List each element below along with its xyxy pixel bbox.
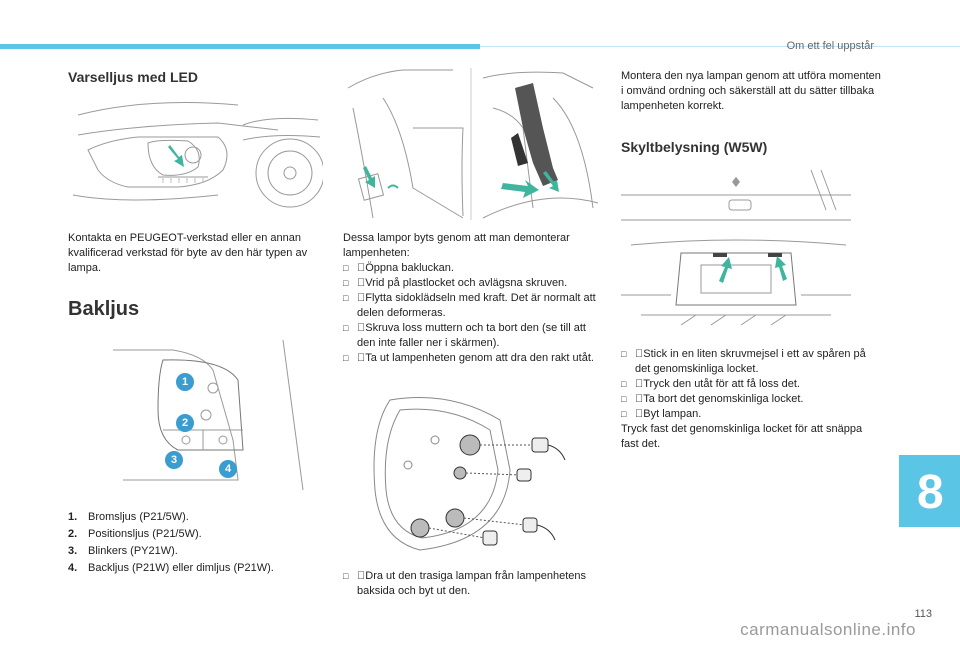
list-item: □Stick in en liten skruvmejsel i ett av … <box>621 348 866 375</box>
refit-text: Montera den nya lampan genom att utföra … <box>621 70 881 112</box>
callout-4: 4 <box>219 460 237 478</box>
list-item: □Tryck den utåt för att få loss det. <box>621 378 800 390</box>
rear-light-illustration <box>113 339 304 491</box>
closing-text: Tryck fast det genomskinliga locket för … <box>621 423 863 450</box>
callout-2: 2 <box>176 414 194 432</box>
list-item: □Dra ut den trasiga lampan från lampenhe… <box>343 570 586 597</box>
list-item: 2.Positionsljus (P21/5W). <box>68 528 202 540</box>
list-item: 1.Bromsljus (P21/5W). <box>68 511 189 523</box>
middle-intro: Dessa lampor byts genom att man demonter… <box>343 232 570 259</box>
trunk-trim-illustration <box>347 68 599 220</box>
list-item: □Byt lampan. <box>621 408 702 420</box>
list-item: 4.Backljus (P21W) eller dimljus (P21W). <box>68 562 274 574</box>
led-daytime-light-illustration <box>72 102 323 208</box>
bulb-list: 1.Bromsljus (P21/5W). 2.Positionsljus (P… <box>68 509 328 577</box>
heading-led: Varselljus med LED <box>68 69 198 85</box>
callout-1: 1 <box>176 373 194 391</box>
list-item: □Ta ut lampenheten genom att dra den rak… <box>343 352 594 364</box>
list-item: □Ta bort det genomskinliga locket. <box>621 393 804 405</box>
watermark: carmanualsonline.info <box>740 620 916 639</box>
list-item: □Flytta sidoklädseln med kraft. Det är n… <box>343 292 596 319</box>
chapter-title: Om ett fel uppstår <box>786 40 874 52</box>
right-steps: □Stick in en liten skruvmejsel i ett av … <box>621 347 881 422</box>
middle-final-step: □Dra ut den trasiga lampan från lampenhe… <box>343 569 603 599</box>
chapter-number: 8 <box>917 466 944 519</box>
license-plate-light-illustration: ♦ <box>621 169 851 326</box>
list-item: □Skruva loss muttern och ta bort den (se… <box>343 322 586 349</box>
header-rule <box>480 46 960 47</box>
list-item: □Öppna bakluckan. <box>343 262 454 274</box>
lamp-unit-illustration <box>373 397 566 551</box>
heading-skylt: Skyltbelysning (W5W) <box>621 139 768 155</box>
list-item: □Vrid på plastlocket och avlägsna skruve… <box>343 277 568 289</box>
header-accent-bar <box>0 44 480 49</box>
chapter-tab: 8 <box>899 455 960 527</box>
led-text: Kontakta en PEUGEOT-verkstad eller en an… <box>68 232 308 274</box>
list-item: 3.Blinkers (PY21W). <box>68 545 178 557</box>
svg-text:♦: ♦ <box>730 175 743 191</box>
heading-bakljus: Bakljus <box>68 298 140 320</box>
callout-3: 3 <box>165 451 183 469</box>
middle-steps: □Öppna bakluckan. □Vrid på plastlocket o… <box>343 261 603 366</box>
page-number: 113 <box>914 608 932 620</box>
